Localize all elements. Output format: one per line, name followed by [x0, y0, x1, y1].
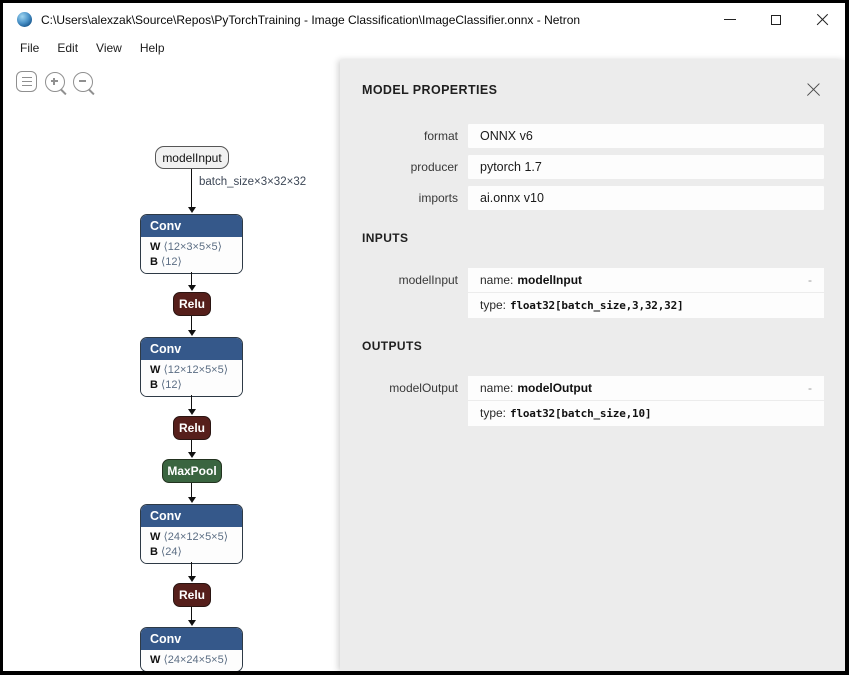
- edge-arrow-icon: [188, 452, 196, 458]
- edge-arrow-icon: [188, 409, 196, 415]
- edge-arrow-icon: [188, 285, 196, 291]
- maximize-button[interactable]: [753, 3, 799, 36]
- edge: [191, 607, 193, 621]
- input-name-line: name: modelInput -: [468, 268, 824, 292]
- edge-arrow-icon: [188, 497, 196, 503]
- outputs-section-header: OUTPUTS: [362, 339, 423, 353]
- menu-bar: File Edit View Help: [3, 36, 845, 60]
- node-conv1[interactable]: Conv W ⟨12×3×5×5⟩ B ⟨12⟩: [140, 214, 243, 274]
- edge-arrow-icon: [188, 576, 196, 582]
- close-button[interactable]: [799, 3, 845, 36]
- edge: [191, 272, 193, 286]
- maximize-icon: [771, 14, 781, 25]
- netron-window: C:\Users\alexzak\Source\Repos\PyTorchTra…: [3, 3, 845, 671]
- node-conv3[interactable]: Conv W ⟨24×12×5×5⟩ B ⟨24⟩: [140, 504, 243, 564]
- output-name-line: name: modelOutput -: [468, 376, 824, 400]
- property-label: imports: [418, 191, 458, 205]
- collapse-toggle[interactable]: -: [808, 381, 812, 395]
- model-properties-list: format ONNX v6 producer pytorch 1.7 impo…: [362, 124, 824, 210]
- edge: [191, 483, 193, 498]
- node-maxpool[interactable]: MaxPool: [162, 459, 222, 483]
- property-label: format: [423, 129, 458, 143]
- input-detail-box: name: modelInput - type: float32[batch_s…: [468, 268, 824, 318]
- edge-arrow-icon: [188, 207, 196, 213]
- property-row-format: format ONNX v6: [362, 124, 824, 148]
- panel-close-icon[interactable]: [806, 82, 821, 97]
- window-title: C:\Users\alexzak\Source\Repos\PyTorchTra…: [41, 12, 581, 27]
- close-icon: [816, 13, 829, 26]
- edge: [191, 395, 193, 409]
- output-detail-box: name: modelOutput - type: float32[batch_…: [468, 376, 824, 426]
- node-params: W ⟨12×3×5×5⟩ B ⟨12⟩: [141, 237, 242, 273]
- menu-help[interactable]: Help: [139, 41, 165, 55]
- panel-title: MODEL PROPERTIES: [362, 82, 498, 97]
- menu-file[interactable]: File: [20, 41, 40, 55]
- minimize-button[interactable]: [707, 3, 753, 36]
- edge: [191, 316, 193, 331]
- input-type-line: type: float32[batch_size,3,32,32]: [468, 293, 824, 318]
- menu-view[interactable]: View: [96, 41, 122, 55]
- node-title: Conv: [141, 338, 242, 360]
- input-name-value: modelInput: [517, 273, 583, 287]
- collapse-toggle[interactable]: -: [808, 273, 812, 287]
- property-row-producer: producer pytorch 1.7: [362, 155, 824, 179]
- zoom-in-icon[interactable]: [45, 71, 67, 95]
- content-area: modelInput batch_size×3×32×32 Conv W ⟨12…: [3, 60, 845, 671]
- window-controls: [707, 3, 845, 36]
- edge: [191, 169, 193, 208]
- property-value-imports: ai.onnx v10: [468, 186, 824, 210]
- zoom-out-icon[interactable]: [73, 71, 95, 95]
- node-title: Conv: [141, 505, 242, 527]
- node-params: W ⟨12×12×5×5⟩ B ⟨12⟩: [141, 360, 242, 396]
- node-params: W ⟨24×24×5×5⟩: [141, 650, 242, 671]
- netron-app-icon: [17, 12, 32, 27]
- property-label: producer: [410, 160, 458, 174]
- node-relu1[interactable]: Relu: [173, 292, 211, 316]
- edge: [191, 562, 193, 577]
- edge-arrow-icon: [188, 330, 196, 336]
- node-relu2[interactable]: Relu: [173, 416, 211, 440]
- graph-pane: modelInput batch_size×3×32×32 Conv W ⟨12…: [3, 60, 340, 671]
- output-name-value: modelOutput: [517, 381, 593, 395]
- node-conv2[interactable]: Conv W ⟨12×12×5×5⟩ B ⟨12⟩: [140, 337, 243, 397]
- model-properties-panel: MODEL PROPERTIES format ONNX v6 producer…: [340, 60, 845, 671]
- node-title: Conv: [141, 215, 242, 237]
- edge-shape-label: batch_size×3×32×32: [199, 176, 307, 188]
- minimize-icon: [724, 19, 736, 20]
- property-row-imports: imports ai.onnx v10: [362, 186, 824, 210]
- graph-toolbar: [16, 71, 95, 95]
- output-type-line: type: float32[batch_size,10]: [468, 401, 824, 426]
- edge-arrow-icon: [188, 620, 196, 626]
- output-label: modelOutput: [389, 381, 458, 395]
- inputs-section-header: INPUTS: [362, 231, 409, 245]
- graph-menu-icon[interactable]: [16, 71, 37, 92]
- node-title: Conv: [141, 628, 242, 650]
- node-conv4[interactable]: Conv W ⟨24×24×5×5⟩: [140, 627, 243, 671]
- node-params: W ⟨24×12×5×5⟩ B ⟨24⟩: [141, 527, 242, 563]
- edge: [191, 440, 193, 453]
- node-relu3[interactable]: Relu: [173, 583, 211, 607]
- output-type-value: float32[batch_size,10]: [510, 407, 652, 420]
- node-model-input[interactable]: modelInput: [155, 146, 229, 169]
- property-value-format: ONNX v6: [468, 124, 824, 148]
- input-type-value: float32[batch_size,3,32,32]: [510, 299, 684, 312]
- output-row-model-output: modelOutput name: modelOutput - type: fl…: [362, 376, 824, 426]
- title-bar: C:\Users\alexzak\Source\Repos\PyTorchTra…: [3, 3, 845, 36]
- property-value-producer: pytorch 1.7: [468, 155, 824, 179]
- input-row-model-input: modelInput name: modelInput - type: floa…: [362, 268, 824, 318]
- menu-edit[interactable]: Edit: [57, 41, 79, 55]
- input-label: modelInput: [398, 273, 458, 287]
